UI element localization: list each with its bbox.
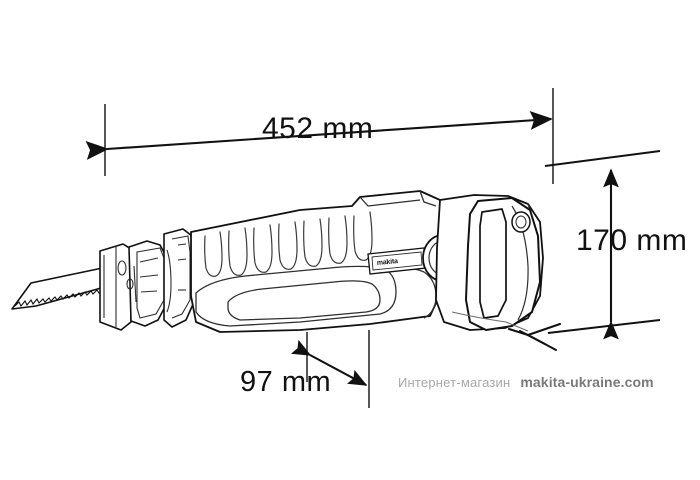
makita-badge: makita [367,247,427,275]
power-cord [508,323,561,351]
power-cord-detail [451,311,529,332]
watermark-shop-label: Интернет-магазин [398,375,511,390]
saw-blade [11,265,113,310]
blade-clamp-detail [126,247,165,319]
extension-line-bottom [547,319,661,334]
gear-housing-ribs [204,211,373,277]
trigger-switch [479,208,507,319]
dimension-label-depth: 97 mm [240,366,332,398]
dimension-line-length [85,110,553,160]
makita-badge-text: makita [377,258,399,267]
spindle-collar-detail [166,235,191,319]
handle-detail [511,205,531,321]
watermark: Интернет-магазин makita-ukraine.com [398,374,654,392]
dimension-label-height: 170 mm [576,224,688,257]
shoe-plate-detail [103,247,127,327]
dimension-depth [291,330,370,408]
extension-line-top [544,150,661,167]
watermark-domain: makita-ukraine.com [520,374,654,390]
dimension-line-depth [291,339,368,386]
blade-teeth [14,287,110,308]
dimension-height [544,150,661,340]
dimension-length [85,88,554,184]
dimension-label-length: 452 mm [262,112,374,145]
